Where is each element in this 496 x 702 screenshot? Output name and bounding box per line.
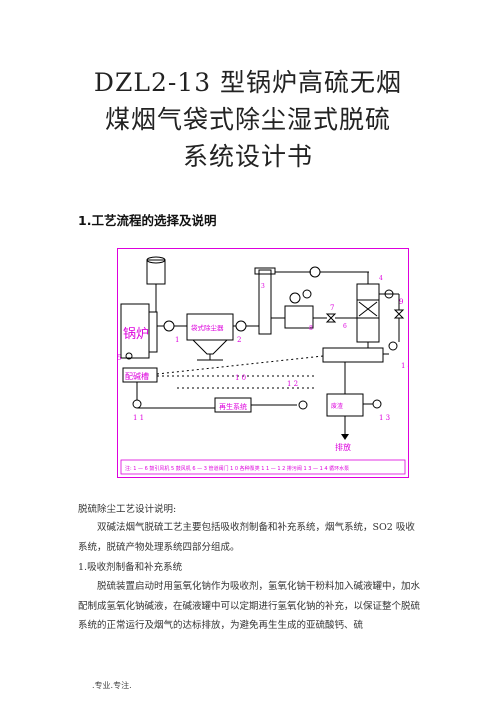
caption: 脱硫除尘工艺设计说明: bbox=[78, 504, 177, 515]
section-heading: 1.工艺流程的选择及说明 bbox=[78, 213, 217, 228]
valve-9-icon bbox=[393, 309, 405, 319]
alkali-label: 配碱槽 bbox=[125, 371, 149, 381]
num-13: 1 3 bbox=[379, 414, 390, 422]
vertical-duct bbox=[258, 269, 272, 335]
regen-label: 再生系统 bbox=[219, 402, 247, 411]
list-item-1: 1.吸收剂制备和补充系统 bbox=[78, 562, 183, 573]
paragraph-1: 双碱法烟气脱硫工艺主要包括吸收剂制备和补充系统，烟气系统，SO2 吸收系统，脱硫… bbox=[78, 522, 415, 553]
pump-top-icon bbox=[309, 266, 321, 278]
num-5: 5 bbox=[117, 354, 121, 362]
num-7: 7 bbox=[330, 304, 334, 312]
alkali-tank-icon bbox=[122, 367, 158, 383]
num-2: 2 bbox=[237, 336, 241, 344]
num-14: 1 4 bbox=[401, 362, 409, 370]
fan-2-icon bbox=[235, 320, 247, 332]
diagram-frame bbox=[117, 248, 409, 478]
mixer-icon bbox=[284, 305, 314, 329]
pump-13-icon bbox=[372, 399, 382, 409]
paragraph-2: 脱硫装置启动时用氢氧化钠作为吸收剂，氢氧化钠干粉料加入碱液罐中，加水配制成氢氧化… bbox=[78, 581, 421, 631]
document-title: DZL2-13 型锅炉高硫无烟 煤烟气袋式除尘湿式脱硫 系统设计书 bbox=[0, 64, 496, 175]
num-8: 8 bbox=[309, 325, 313, 332]
num-10: 1 0 bbox=[235, 374, 246, 382]
chimney-icon bbox=[146, 259, 166, 285]
title-line-2: 煤烟气袋式除尘湿式脱硫 bbox=[104, 105, 391, 134]
filter-label: 袋式除尘器 bbox=[191, 323, 224, 332]
absorption-tower-icon bbox=[356, 283, 380, 343]
diagram-legend: 注: 1 — 6 鼓引风机 5 鼓风机 6 — 3 管道阀门 1 0 各种泵类 … bbox=[125, 465, 349, 472]
pump-11-icon bbox=[132, 399, 142, 409]
footer-text: .专业.专注. bbox=[92, 681, 132, 690]
num-6: 6 bbox=[343, 323, 347, 330]
legend-frame bbox=[120, 459, 406, 475]
num-9: 9 bbox=[399, 298, 403, 306]
process-flow-diagram: 锅炉 1 袋式除尘器 2 3 8 7 9 1 4 bbox=[117, 248, 409, 478]
num-4: 4 bbox=[379, 275, 383, 282]
num-3: 3 bbox=[261, 283, 265, 290]
num-1: 1 bbox=[175, 336, 179, 344]
circulation-tank-icon bbox=[322, 347, 384, 363]
num-12: 1 2 bbox=[287, 380, 298, 388]
title-line-1: DZL2-13 型锅炉高硫无烟 bbox=[93, 68, 403, 97]
boiler-label: 锅炉 bbox=[123, 326, 149, 342]
waste-label: 废渣 bbox=[331, 402, 343, 410]
num-11: 1 1 bbox=[133, 414, 144, 422]
fan-1-icon bbox=[163, 320, 175, 332]
outlet-label: 排放 bbox=[335, 442, 351, 452]
valve-7-icon bbox=[325, 313, 337, 323]
title-line-3: 系统设计书 bbox=[182, 142, 313, 171]
